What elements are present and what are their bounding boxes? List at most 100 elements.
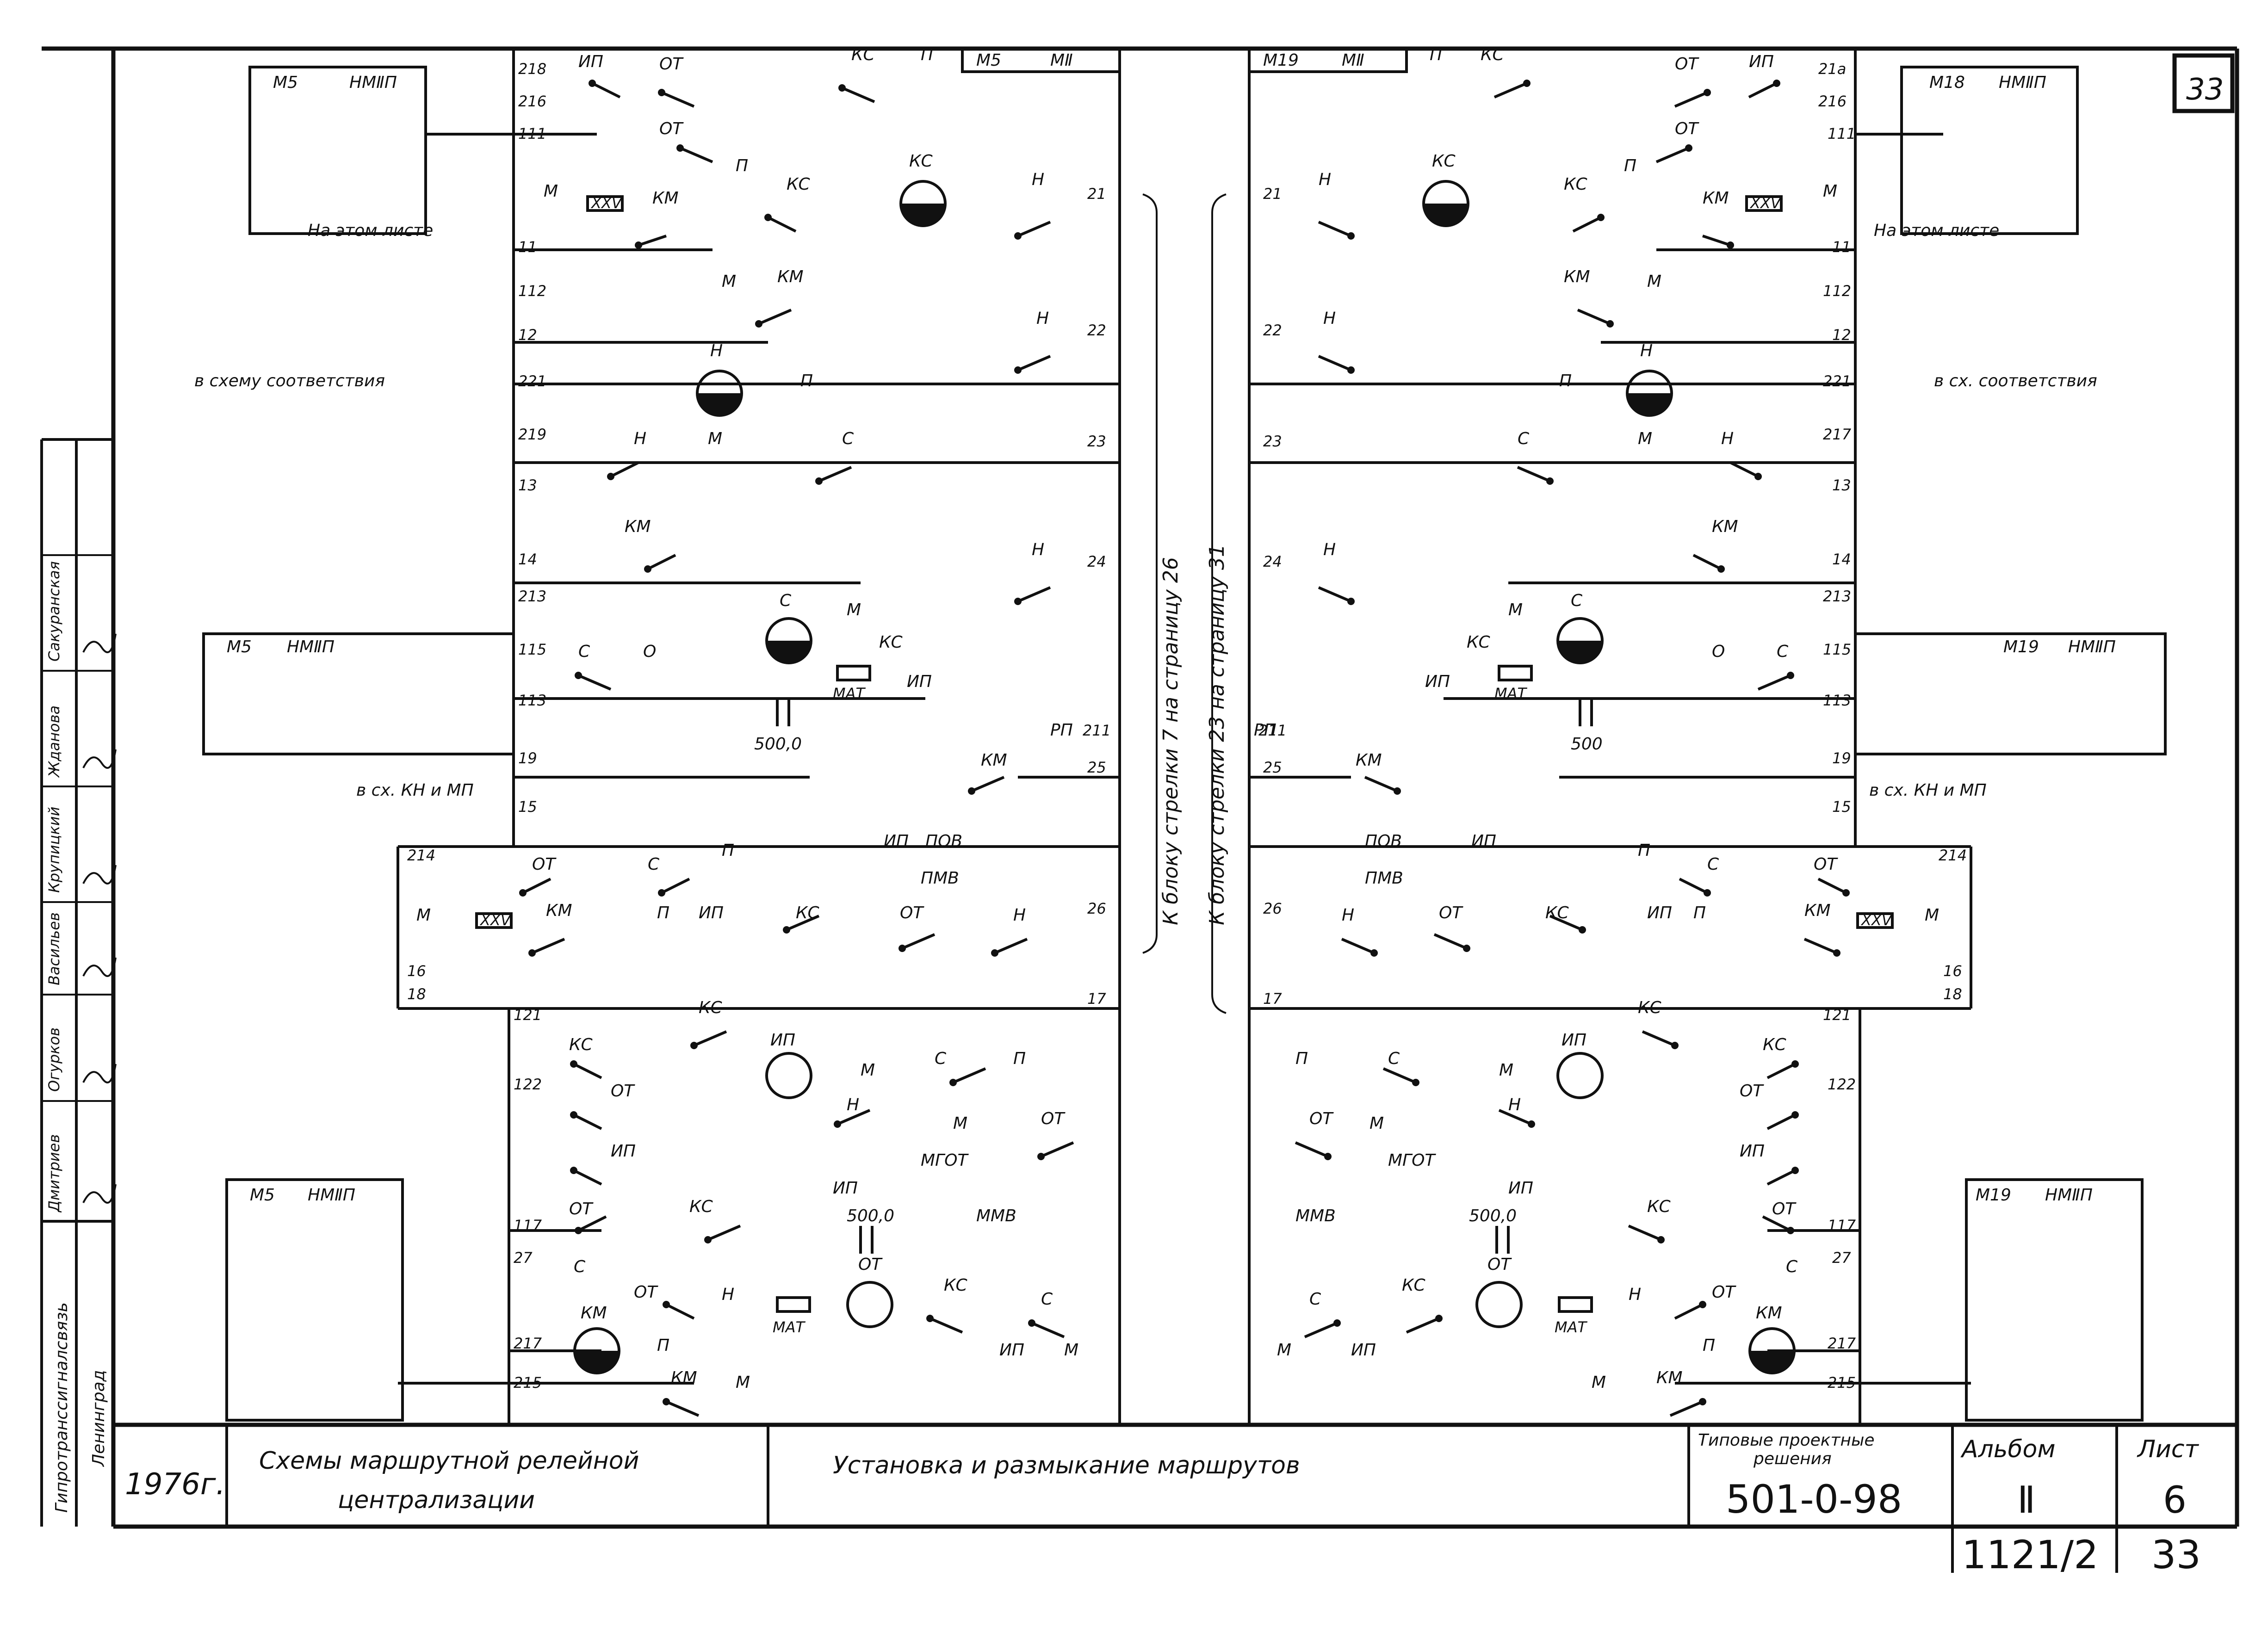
svg-text:23: 23 (1087, 433, 1106, 450)
svg-text:П: П (1703, 1336, 1715, 1355)
capacitor-left-lower: 500,0 (847, 1206, 894, 1254)
svg-text:500: 500 (1571, 735, 1603, 754)
svg-text:П: П (722, 841, 734, 860)
svg-text:КС: КС (1402, 1276, 1426, 1295)
coil-n: Н (696, 341, 743, 417)
svg-text:27: 27 (514, 1249, 533, 1267)
svg-text:211: 211 (1258, 722, 1287, 739)
svg-text:П: П (1624, 156, 1636, 175)
svg-text:С: С (935, 1049, 947, 1068)
note-on-this-sheet: На этом листе (1874, 221, 1999, 240)
frame-label: М5 (250, 1186, 275, 1205)
note-to-block-left: К блоку стрелки 7 на страницу 26 (1159, 557, 1183, 925)
svg-text:ИП: ИП (884, 832, 909, 851)
resistor-mat-right (1498, 665, 1533, 681)
svg-text:ИП: ИП (999, 1341, 1024, 1360)
footer-code: 1121/2 (1962, 1532, 2099, 1577)
svg-text:25: 25 (1087, 759, 1106, 776)
svg-text:М: М (1925, 906, 1939, 925)
svg-text:15: 15 (518, 798, 537, 816)
svg-text:М: М (1277, 1341, 1291, 1360)
wire-numbers-right: 21а 216 111 11 112 12 221 217 13 14 213 … (1818, 60, 1967, 1392)
svg-text:214: 214 (407, 847, 435, 864)
svg-text:16: 16 (1943, 962, 1962, 980)
svg-text:113: 113 (518, 692, 546, 709)
svg-text:14: 14 (518, 550, 537, 568)
svg-text:ОТ: ОТ (1041, 1109, 1066, 1128)
frame-label: НМⅡП (308, 1186, 355, 1205)
svg-text:КС: КС (851, 45, 875, 64)
svg-text:24: 24 (1263, 553, 1282, 570)
svg-text:М18: М18 (1929, 73, 1965, 92)
svg-text:С: С (648, 855, 660, 874)
svg-text:ПМВ: ПМВ (1365, 869, 1403, 888)
svg-text:КС: КС (879, 633, 903, 652)
svg-text:ОТ: ОТ (1814, 855, 1838, 874)
svg-text:М19: М19 (1263, 51, 1299, 70)
svg-text:О: О (1712, 642, 1725, 661)
frame-m5-top (248, 66, 427, 235)
stamp-name: Жданова (45, 705, 63, 778)
svg-text:С: С (574, 1257, 586, 1276)
svg-text:КС: КС (1763, 1035, 1787, 1054)
svg-text:Н: Н (1319, 170, 1331, 189)
svg-text:МГОТ: МГОТ (1388, 1151, 1436, 1170)
svg-text:ПМВ: ПМВ (921, 869, 959, 888)
svg-text:С: С (842, 429, 854, 448)
stamp-name: Дмитриев (45, 1134, 63, 1213)
svg-text:115: 115 (1823, 641, 1851, 658)
svg-text:С: С (578, 642, 590, 661)
frame-m5-bottom (225, 1178, 404, 1422)
note-on-this-sheet: На этом листе (308, 221, 433, 240)
svg-text:12: 12 (1832, 326, 1851, 344)
svg-text:115: 115 (518, 641, 546, 658)
svg-text:ОТ: ОТ (1740, 1082, 1764, 1101)
svg-text:Н: Н (722, 1285, 734, 1304)
svg-text:26: 26 (1087, 900, 1106, 917)
frame-label: НМⅡП (287, 637, 335, 656)
std-label: Типовые проектные (1698, 1431, 1875, 1450)
drawing-frame (42, 46, 2239, 1529)
svg-text:216: 216 (1818, 93, 1847, 110)
svg-text:217: 217 (1828, 1335, 1856, 1352)
svg-text:ИП: ИП (770, 1031, 795, 1050)
svg-text:500,0: 500,0 (754, 735, 802, 754)
resistor-mat (836, 665, 871, 681)
svg-text:15: 15 (1832, 798, 1851, 816)
svg-text:М: М (1592, 1373, 1606, 1392)
svg-text:500,0: 500,0 (1469, 1206, 1517, 1225)
svg-text:РП: РП (1254, 721, 1277, 740)
svg-text:219: 219 (518, 426, 546, 443)
coil-s-right: С (1556, 591, 1604, 664)
coil-km-right: КМ (1748, 1304, 1796, 1374)
svg-text:17: 17 (1263, 990, 1282, 1008)
svg-text:М: М (1064, 1341, 1078, 1360)
svg-text:ОТ: ОТ (1309, 1109, 1334, 1128)
footer-page: 33 (2151, 1532, 2201, 1577)
sheet-label: Лист (2137, 1435, 2199, 1463)
svg-text:КС: КС (944, 1276, 968, 1295)
svg-text:24: 24 (1087, 553, 1106, 570)
svg-text:ОТ: ОТ (611, 1082, 635, 1101)
svg-text:ИП: ИП (1749, 52, 1774, 71)
coil-km: КМ (573, 1304, 620, 1374)
svg-text:ОТ: ОТ (532, 855, 557, 874)
svg-text:217: 217 (514, 1335, 542, 1352)
svg-text:17: 17 (1087, 990, 1106, 1008)
svg-text:221: 221 (1823, 372, 1851, 390)
svg-text:КС: КС (569, 1035, 593, 1054)
svg-text:ИП: ИП (699, 903, 724, 922)
signatures (82, 633, 117, 1204)
svg-text:122: 122 (514, 1076, 542, 1093)
svg-text:216: 216 (518, 93, 546, 110)
svg-text:КС: КС (1432, 152, 1456, 171)
svg-text:Н: Н (634, 429, 646, 448)
svg-text:КС: КС (1647, 1197, 1671, 1216)
svg-text:КС: КС (1638, 998, 1662, 1017)
frame-m5-m2 (961, 47, 1121, 73)
svg-text:121: 121 (514, 1006, 542, 1024)
svg-text:НМⅡП: НМⅡП (2045, 1186, 2093, 1205)
svg-text:214: 214 (1939, 847, 1967, 864)
svg-text:18: 18 (407, 985, 426, 1003)
svg-text:Н: Н (1323, 540, 1336, 559)
